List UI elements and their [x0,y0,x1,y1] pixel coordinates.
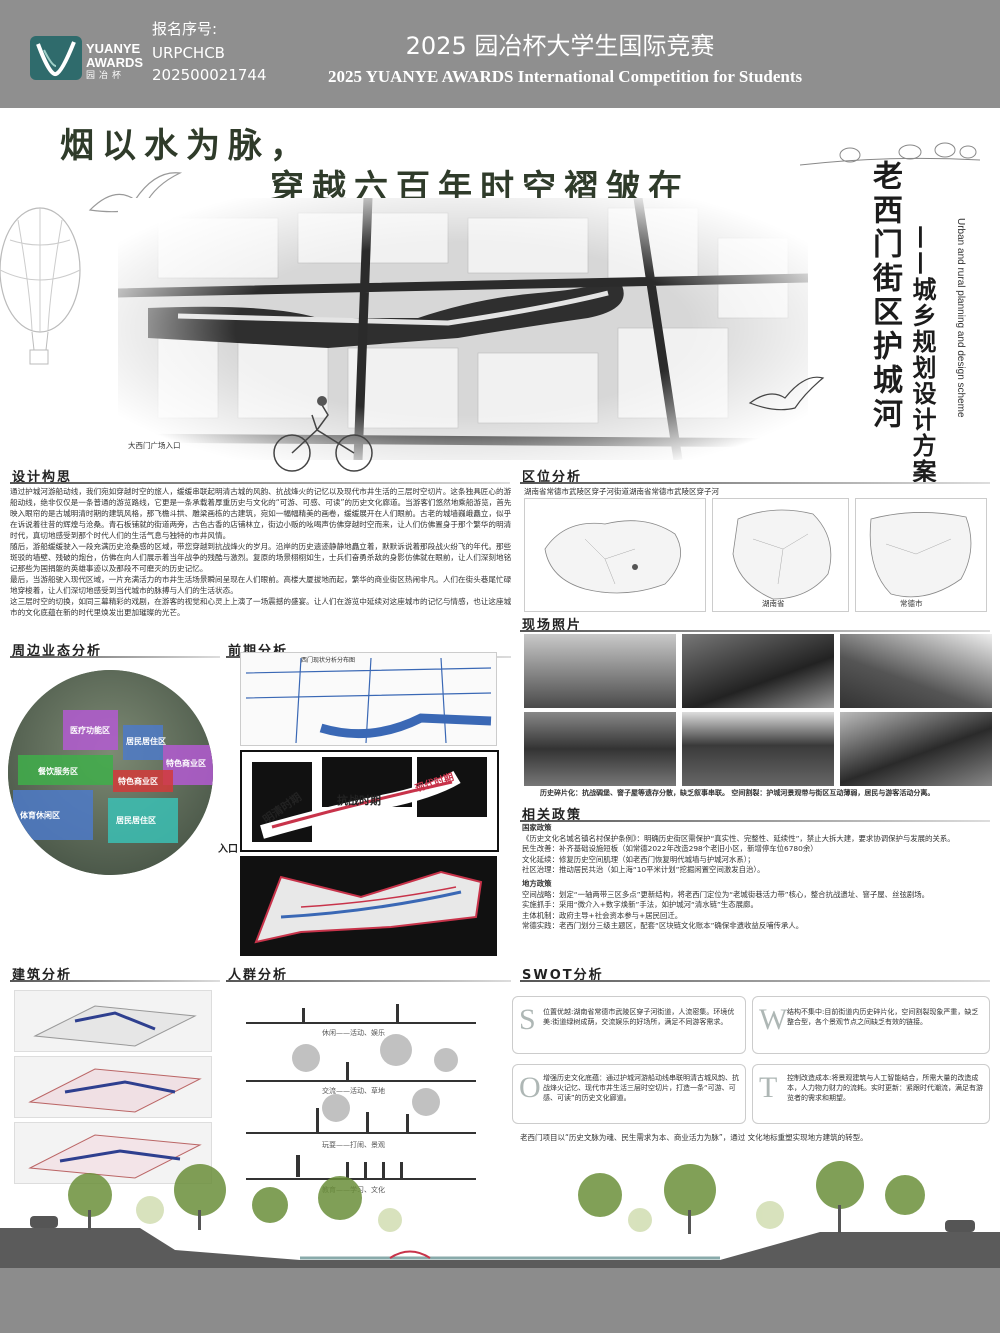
site-photo-3 [840,634,992,708]
zone-label: 特色商业区 [166,759,206,768]
period-war: 抗战时期 [337,794,381,807]
changde-map [855,498,987,612]
competition-title-en: 2025 YUANYE AWARDS International Competi… [328,67,803,86]
cyclist-icon [273,396,373,472]
zone-label: 体育休闲区 [20,811,60,820]
crowd-silhouettes [292,1004,458,1178]
design-concept-text: 通过护城河游船动线，我们宛如穿越时空的旅人，缓缓串联起明清古城的风韵、抗战烽火的… [10,487,512,617]
route-diagram [240,856,497,956]
section-location: 区位分析 [522,470,583,485]
swot-threats: T 控制改造成本:将景观建筑与人工智能结合，所需大量的改造成本，人力物力财力的流… [752,1064,990,1124]
site-photo-6 [840,712,992,786]
zone-label: 居民居住区 [116,816,156,825]
label-changde: 常德市 [900,599,923,608]
section-design-concept: 设计构思 [12,470,73,485]
crowd-ground-3 [246,1132,476,1134]
yuanye-logo [30,36,82,80]
crowd-ground-2 [246,1080,476,1082]
divider [10,656,220,658]
header-bar [0,0,1000,108]
registration-code: URPCHCB [152,44,225,62]
section-swot: SWOT分析 [522,968,604,983]
zone-residential-2 [108,798,178,843]
zone-dining [18,755,113,785]
zone-commercial-2 [113,770,173,792]
zone-label: 餐饮服务区 [38,767,78,776]
label-hunan: 湖南省 [762,599,785,608]
swot-w-text: 结构不集中:目前街道内历史碎片化，空间割裂现象严重，缺乏整合型，各个景观节点之间… [787,1008,979,1026]
location-path: 湖南省常德市武陵区穿子河街道湖南省常德市武陵区穿子河 [524,487,719,496]
section-site-photos: 现场照片 [522,618,583,633]
divider [520,482,990,484]
crowd-label-1: 休闲——活动、娱乐 [322,1029,385,1037]
swot-summary: 老西门项目以“历史文脉为魂、民生需求为本、商业活力为脉”，通过 文化地标重塑实现… [520,1133,868,1142]
crowd-label-2: 交流——活动、草地 [322,1087,385,1095]
crowd-ground-1 [246,1022,476,1024]
divider [520,820,990,822]
zone-label: 居民居住区 [126,737,166,746]
entrance-label: 入口 [218,844,238,855]
project-title: 老西门街区护城河 [867,160,902,432]
architecture-axon-1 [14,990,212,1052]
section-architecture: 建筑分析 [12,968,73,983]
site-photo-2 [682,634,834,708]
zone-medical [63,710,118,750]
architecture-axon-2 [14,1056,212,1118]
landuse-map: 医疗功能区 居民居住区 特色商业区 餐饮服务区 体育休闲区 特色商业区 居民居住… [8,670,213,875]
footer-bar [0,1268,1000,1333]
swot-w-letter: W [759,1003,788,1036]
section-policy: 相关政策 [522,808,583,823]
site-photo-1 [524,634,676,708]
logo-mark-icon [36,41,76,77]
swot-opportunities: O 增强历史文化底蕴：通过护城河游船动线串联明清古城风韵、抗战烽火记忆、现代市井… [512,1064,746,1124]
site-photo-4 [524,712,676,786]
divider [520,630,990,632]
site-plan-map [117,197,809,461]
divider [520,980,990,982]
divider [226,980,511,982]
project-title-en: Urban and rural planning and design sche… [955,218,966,418]
divider [10,980,220,982]
policy-text: 国家政策 《历史文化名城名镇名村保护条例》：明确历史街区需保护“真实性、完整性、… [522,823,955,931]
period-diagram: 明清时期 抗战时期 现代时期 [240,750,499,852]
registration-number: 202500021744 [152,66,267,84]
map-caption: 大西门广场入口 [128,441,181,450]
zone-label: 医疗功能区 [70,726,110,735]
status-map: 西门现状分析分布图 [240,652,497,746]
swot-strengths: S 位置优越:湖南省常德市武陵区穿子河街道，人流密集。环境优美:街道绿树成荫，交… [512,996,746,1054]
section-landuse: 周边业态分析 [12,644,103,659]
project-subtitle: ——城乡规划设计方案 [908,225,937,485]
zone-label: 特色商业区 [118,777,158,786]
swot-s-text: 位置优越:湖南省常德市武陵区穿子河街道，人流密集。环境优美:街道绿树成荫，交流娱… [543,1008,735,1026]
birds-on-branch-icon [800,142,980,166]
swot-o-letter: O [519,1071,541,1104]
zone-sports [13,790,93,840]
competition-title-cn: 2025 园冶杯大学生国际竞赛 [405,32,715,60]
section-crowd: 人群分析 [228,968,289,983]
china-map [524,498,706,612]
status-map-title: 西门现状分析分布图 [301,657,356,664]
architecture-axon-3 [14,1122,212,1184]
divider [10,482,510,484]
logo-text: YUANYE AWARDS [86,41,144,70]
hot-air-balloon-icon [0,207,81,365]
poem-line-1: 烟以水为脉， [60,126,312,166]
logo-cn-text: 园冶杯 [86,71,126,81]
river-section-elevation [0,1161,1000,1268]
swot-s-letter: S [519,1003,536,1036]
crowd-ground-4 [246,1178,476,1180]
crowd-label-3: 玩耍——打闹、景观 [322,1141,385,1149]
crow-icon [748,376,825,411]
site-photos-caption: 历史碎片化：抗战碉堡、窨子屋等遗存分散，缺乏叙事串联。 空间割裂：护城河景观带与… [540,789,935,797]
zone-residential [123,725,163,760]
swot-t-text: 控制改造成本:将景观建筑与人工智能结合，所需大量的改造成本，人力物力财力的流耗。… [787,1074,983,1102]
swot-weaknesses: W 结构不集中:目前街道内历史碎片化，空间割裂现象严重，缺乏整合型，各个景观节点… [752,996,990,1054]
swot-o-text: 增强历史文化底蕴：通过护城河游船动线串联明清古城风韵、抗战烽火记忆、现代市井生活… [543,1074,739,1102]
hunan-map [712,498,849,612]
site-photo-5 [682,712,834,786]
swot-t-letter: T [759,1071,778,1104]
registration-label: 报名序号: [152,20,218,38]
